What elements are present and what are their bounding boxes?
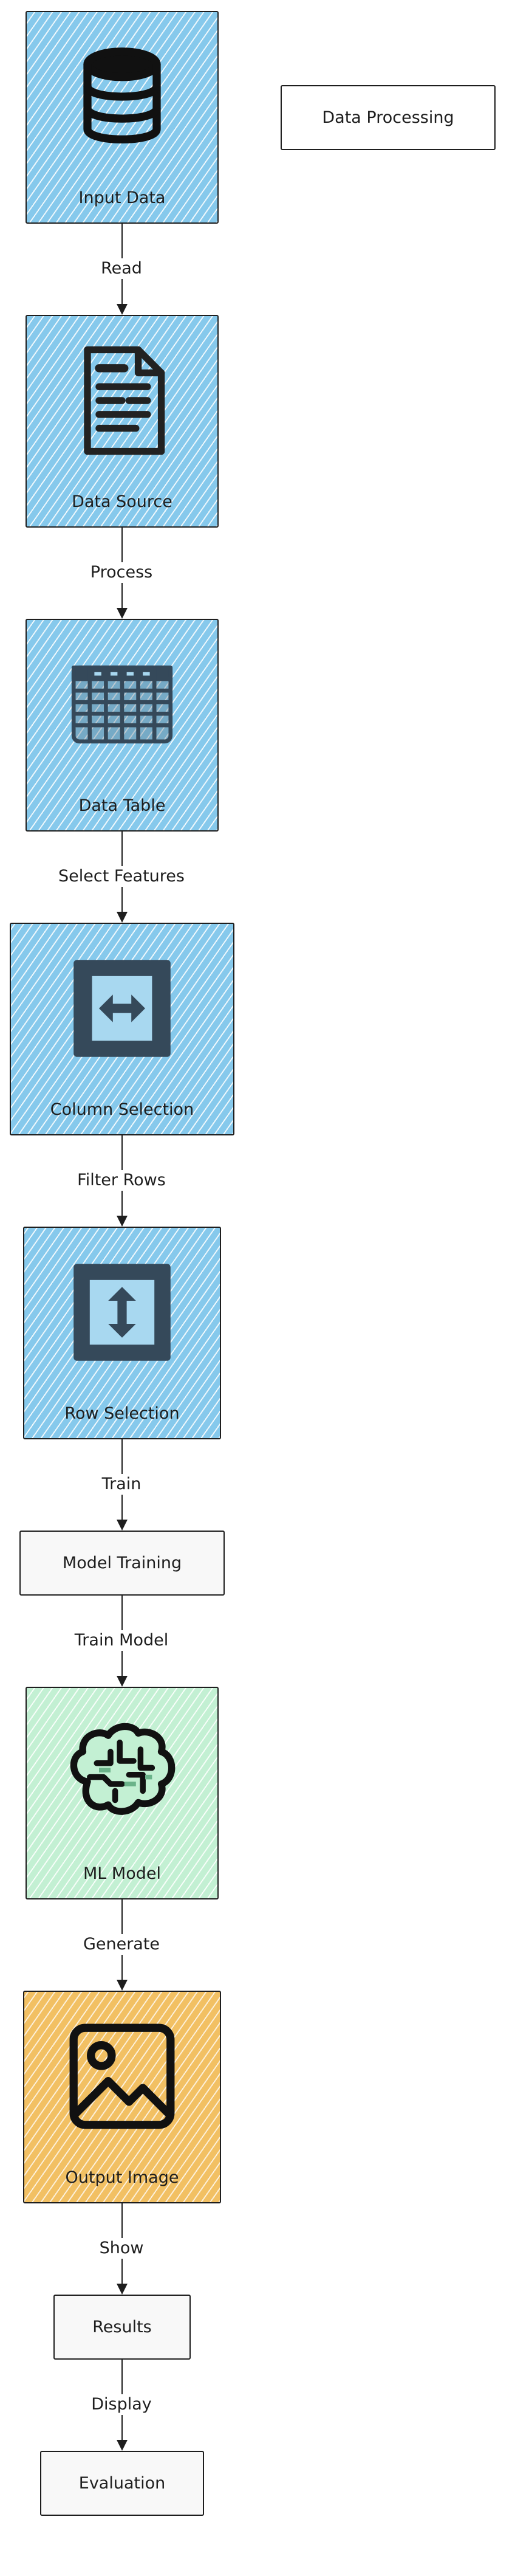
edge-label-select-features: Select Features (0, 866, 243, 887)
edge-label-text: Display (89, 2395, 154, 2414)
edge-label-display: Display (0, 2394, 243, 2415)
node-row-selection[interactable]: Row Selection (23, 1227, 221, 1439)
arrowhead (117, 1216, 128, 1227)
node-label: Model Training (62, 1553, 182, 1572)
node-label: Column Selection (50, 1100, 194, 1119)
node-data-table[interactable]: Data Table (26, 619, 219, 832)
node-column-selection[interactable]: Column Selection (10, 923, 234, 1135)
node-model-training[interactable]: Model Training (19, 1531, 225, 1596)
arrowhead (117, 608, 128, 619)
edge-label-generate: Generate (0, 1934, 243, 1955)
node-label: Output Image (65, 2168, 179, 2187)
arrowhead (117, 1520, 128, 1531)
node-data-source[interactable]: Data Source (26, 315, 219, 528)
node-label: Data Table (78, 796, 166, 815)
brain-icon (70, 1723, 176, 1815)
edge-label-text: Train Model (72, 1631, 171, 1650)
node-label: Input Data (78, 188, 166, 207)
edge-label-process: Process (0, 562, 243, 583)
data-processing-label-box: Data Processing (281, 85, 496, 150)
node-label: Row Selection (64, 1404, 180, 1423)
arrowhead (117, 1676, 128, 1687)
edge-label-text: Train (99, 1475, 144, 1493)
arrowhead (117, 912, 128, 923)
edge-label-train-model: Train Model (0, 1630, 243, 1651)
edge-label-text: Generate (80, 1935, 163, 1954)
node-output-image[interactable]: Output Image (23, 1991, 221, 2203)
vertical-arrows-icon (73, 1264, 171, 1361)
database-icon (83, 47, 161, 143)
arrowhead (117, 1980, 128, 1991)
node-ml-model[interactable]: ML Model (26, 1687, 219, 1899)
node-label: ML Model (83, 1864, 161, 1883)
node-label: Evaluation (78, 2473, 166, 2493)
document-icon (84, 346, 165, 455)
edge-label-show: Show (0, 2238, 243, 2259)
node-evaluation[interactable]: Evaluation (40, 2451, 204, 2516)
edge-label-train: Train (0, 1474, 243, 1495)
table-icon (71, 665, 173, 744)
node-label: Data Source (72, 492, 172, 511)
edge-label-read: Read (0, 258, 243, 279)
edge-label-text: Filter Rows (75, 1171, 168, 1190)
arrowhead (117, 304, 128, 315)
image-icon (69, 2023, 175, 2129)
arrowhead (117, 2284, 128, 2295)
node-label: Results (92, 2317, 152, 2337)
edge-label-text: Select Features (56, 867, 187, 886)
horizontal-arrows-icon (73, 960, 171, 1057)
arrowhead (117, 2440, 128, 2451)
node-results[interactable]: Results (53, 2295, 191, 2360)
group-label: Data Processing (322, 108, 454, 127)
edge-label-text: Process (87, 563, 155, 582)
node-input-data[interactable]: Input Data (26, 11, 219, 224)
edge-label-text: Show (97, 2239, 146, 2257)
edge-label-filter-rows: Filter Rows (0, 1170, 243, 1191)
edge-label-text: Read (98, 259, 145, 278)
